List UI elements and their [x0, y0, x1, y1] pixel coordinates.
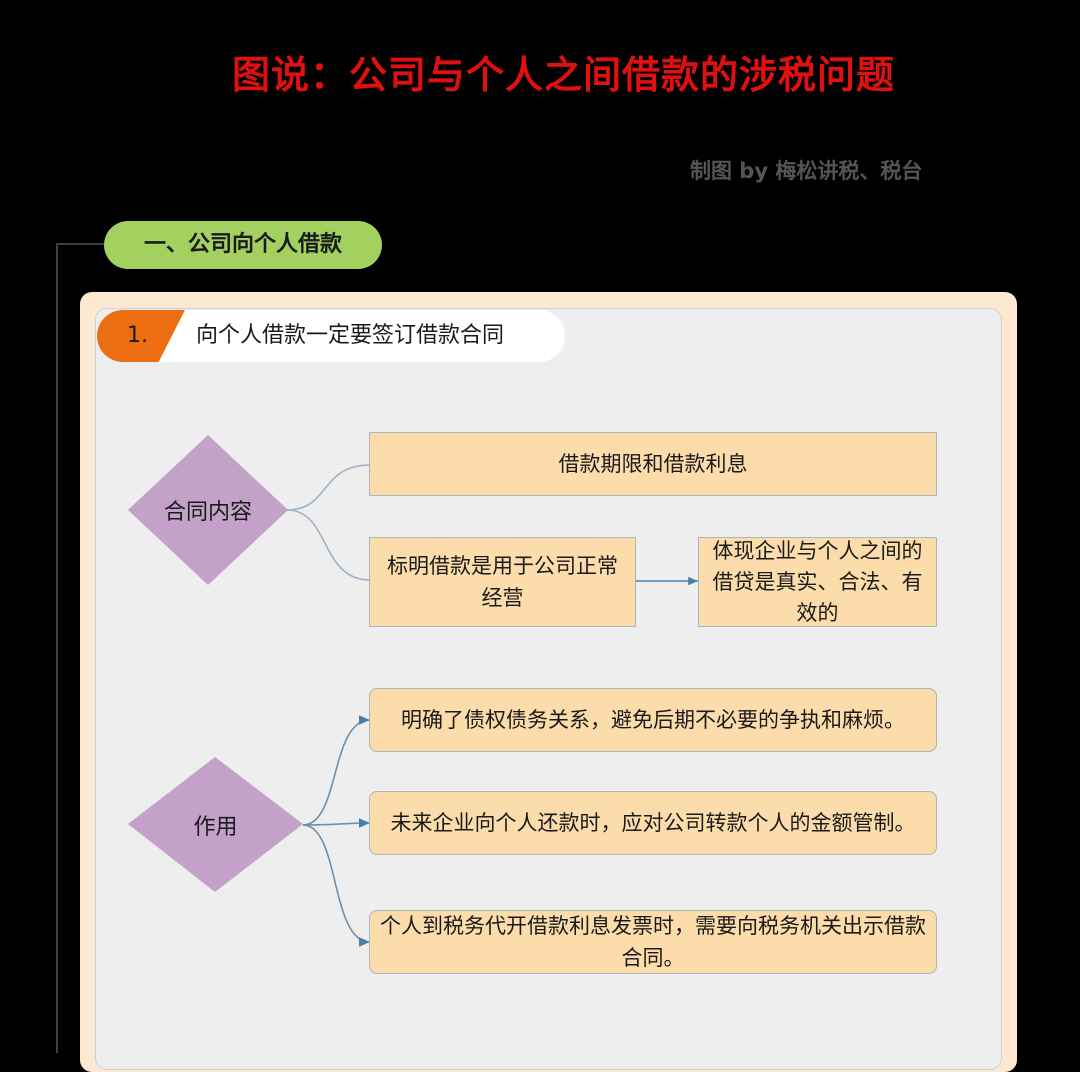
purpose-item-3: 个人到税务代开借款利息发票时，需要向税务机关出示借款合同。 — [369, 910, 937, 974]
purpose-item-1: 明确了债权债务关系，避免后期不必要的争执和麻烦。 — [369, 688, 937, 752]
contract-content-label: 合同内容 — [163, 500, 252, 525]
diamond-shape-icon — [128, 757, 303, 892]
section-heading: 一、公司向个人借款 — [104, 221, 382, 269]
tree-connector-horizontal — [56, 243, 108, 245]
contract-item-business-purpose: 标明借款是用于公司正常经营 — [369, 537, 636, 627]
credit-text: 制图 by 梅松讲税、税台 — [690, 159, 923, 183]
diamond-shape-icon — [128, 435, 288, 585]
tree-connector-vertical — [56, 243, 58, 1053]
step-number-badge: 1. — [97, 310, 185, 362]
contract-item-term-interest: 借款期限和借款利息 — [369, 432, 937, 496]
purpose-label: 作用 — [193, 814, 238, 840]
connector-lines — [286, 464, 698, 947]
page-title: 图说：公司与个人之间借款的涉税问题 — [232, 53, 896, 97]
step-title: 向个人借款一定要签订借款合同 — [196, 323, 505, 348]
contract-content-node: 合同内容 — [128, 435, 288, 585]
contract-result: 体现企业与个人之间的借贷是真实、合法、有效的 — [698, 537, 937, 627]
purpose-item-2: 未来企业向个人还款时，应对公司转款个人的金额管制。 — [369, 791, 937, 855]
purpose-node: 作用 — [128, 757, 303, 892]
